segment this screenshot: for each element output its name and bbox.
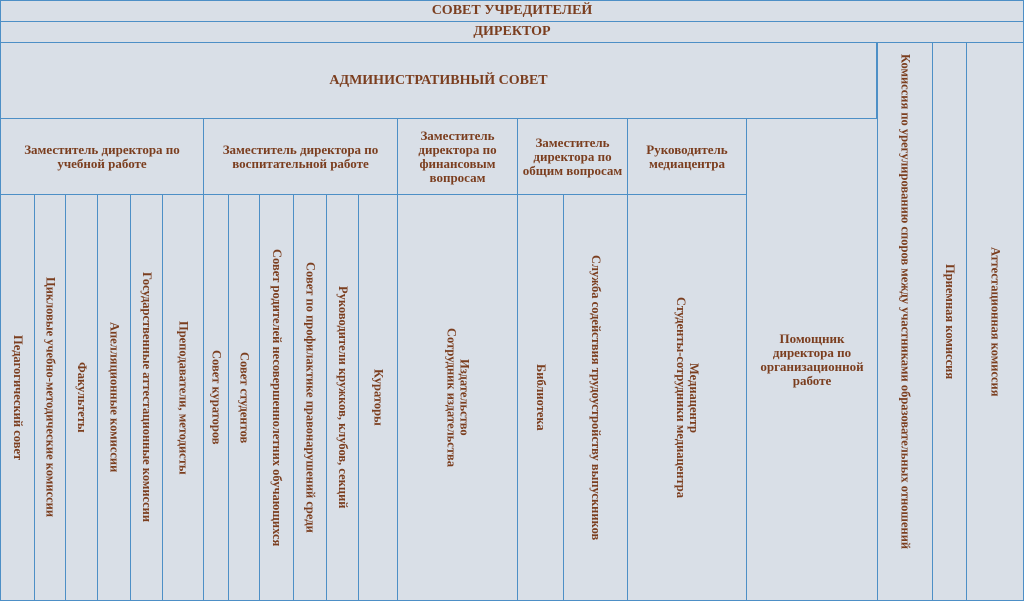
curators-box: Кураторы (358, 194, 398, 601)
curators-label: Кураторы (371, 369, 386, 426)
students-council-box: Совет студентов (228, 194, 260, 601)
founders-council-box: СОВЕТ УЧРЕДИТЕЛЕЙ (0, 0, 1024, 22)
clubs-leaders-label: Руководители кружков, клубов, секций (336, 286, 350, 509)
assistant-box: Помощник директора по организационной ра… (746, 118, 878, 601)
media-head-label: Руководитель медиацентра (646, 141, 728, 171)
deputy-general-label: Заместитель директора по общим вопросам (522, 134, 623, 178)
state-attestation-box: Государственные аттестационные комиссии (130, 194, 163, 601)
founders-council-label: СОВЕТ УЧРЕДИТЕЛЕЙ (431, 3, 593, 18)
deputy-educational-label: Заместитель директора по воспитательной … (222, 141, 379, 171)
library-label: Библиотека (534, 364, 548, 431)
curators-council-label: Совет кураторов (209, 350, 224, 445)
media-center-box: Медиацентр Студенты-сотрудники медиацент… (627, 194, 747, 601)
faculties-label: Факультеты (75, 362, 89, 433)
employment-service-label: Служба содействия трудоустройству выпуск… (589, 254, 603, 541)
ped-council-label: Педагогический совет (11, 334, 25, 461)
curators-council-box: Совет кураторов (203, 194, 229, 601)
deputy-financial-label: Заместитель директора по финансовым вопр… (418, 127, 497, 185)
publishing-box: Издательство Сотрудник издательства (397, 194, 518, 601)
admission-commission-box: Приемная комиссия (932, 42, 967, 601)
dispute-commission-label: Комиссия по урегулированию споров между … (898, 54, 913, 550)
state-attestation-label: Государственные аттестационные комиссии (140, 272, 154, 523)
admission-commission-label: Приемная комиссия (943, 263, 957, 380)
assistant-label: Помощник директора по организационной ра… (760, 330, 864, 388)
deputy-academic-box: Заместитель директора по учебной работе (0, 118, 204, 195)
library-box: Библиотека (517, 194, 564, 601)
teachers-box: Преподаватели, методисты (162, 194, 204, 601)
dispute-commission-box: Комиссия по урегулированию споров между … (877, 42, 933, 601)
media-head-box: Руководитель медиацентра (627, 118, 747, 195)
students-council-label: Совет студентов (237, 351, 252, 444)
ped-council-box: Педагогический совет (0, 194, 35, 601)
deputy-general-box: Заместитель директора по общим вопросам (517, 118, 628, 195)
director-box: ДИРЕКТОР (0, 21, 1024, 43)
employment-service-box: Служба содействия трудоустройству выпуск… (563, 194, 628, 601)
prevention-council-box: Совет по профилактике правонарушений сре… (293, 194, 327, 601)
admin-council-label: АДМИНИСТРАТИВНЫЙ СОВЕТ (329, 72, 548, 88)
attestation-commission-box: Аттестационная комиссия (966, 42, 1024, 601)
admin-council-box: АДМИНИСТРАТИВНЫЙ СОВЕТ (0, 42, 877, 119)
publishing-label: Издательство Сотрудник издательства (444, 328, 472, 467)
director-label: ДИРЕКТОР (473, 24, 551, 39)
clubs-leaders-box: Руководители кружков, клубов, секций (326, 194, 359, 601)
faculties-box: Факультеты (65, 194, 98, 601)
parents-council-box: Совет родителей несовершеннолетних обуча… (259, 194, 294, 601)
deputy-academic-label: Заместитель директора по учебной работе (24, 141, 180, 171)
appeal-commissions-box: Апелляционные комиссии (97, 194, 131, 601)
appeal-commissions-label: Апелляционные комиссии (107, 322, 122, 473)
cyclic-commissions-label: Цикловые учебно-методические комиссии (43, 277, 58, 518)
cyclic-commissions-box: Цикловые учебно-методические комиссии (34, 194, 66, 601)
prevention-council-label: Совет по профилактике правонарушений сре… (303, 262, 318, 533)
attestation-commission-label: Аттестационная комиссия (988, 246, 1003, 397)
deputy-financial-box: Заместитель директора по финансовым вопр… (397, 118, 518, 195)
teachers-label: Преподаватели, методисты (176, 320, 191, 475)
deputy-educational-box: Заместитель директора по воспитательной … (203, 118, 398, 195)
media-center-label: Медиацентр Студенты-сотрудники медиацент… (674, 297, 701, 498)
parents-council-label: Совет родителей несовершеннолетних обуча… (270, 248, 284, 547)
